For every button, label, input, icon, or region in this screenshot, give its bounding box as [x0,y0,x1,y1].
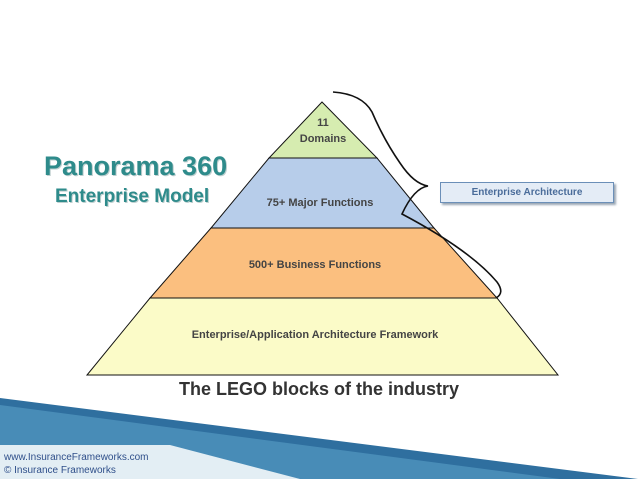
enterprise-architecture-callout: Enterprise Architecture [440,182,614,203]
pyramid-level-framework [85,297,560,376]
page-subtitle: Enterprise Model [55,186,210,207]
page-title: Panorama 360 [44,151,228,181]
footer-copyright: © Insurance Frameworks [4,465,116,476]
level-framework-label: Enterprise/Application Architecture Fram… [192,329,439,341]
curly-brace [332,91,502,299]
diagram-caption: The LEGO blocks of the industry [178,379,460,399]
pyramid-level-major-functions [209,157,436,229]
level-domains-label: Domains [300,133,346,145]
level-business-functions-label: 500+ Business Functions [249,259,381,271]
level-major-functions-label: 75+ Major Functions [267,197,374,209]
footer-url[interactable]: www.InsuranceFrameworks.com [4,452,149,463]
level-domains-count: 11 [317,117,329,129]
pyramid-level-domains [267,101,379,159]
footer-label-area [0,445,300,479]
